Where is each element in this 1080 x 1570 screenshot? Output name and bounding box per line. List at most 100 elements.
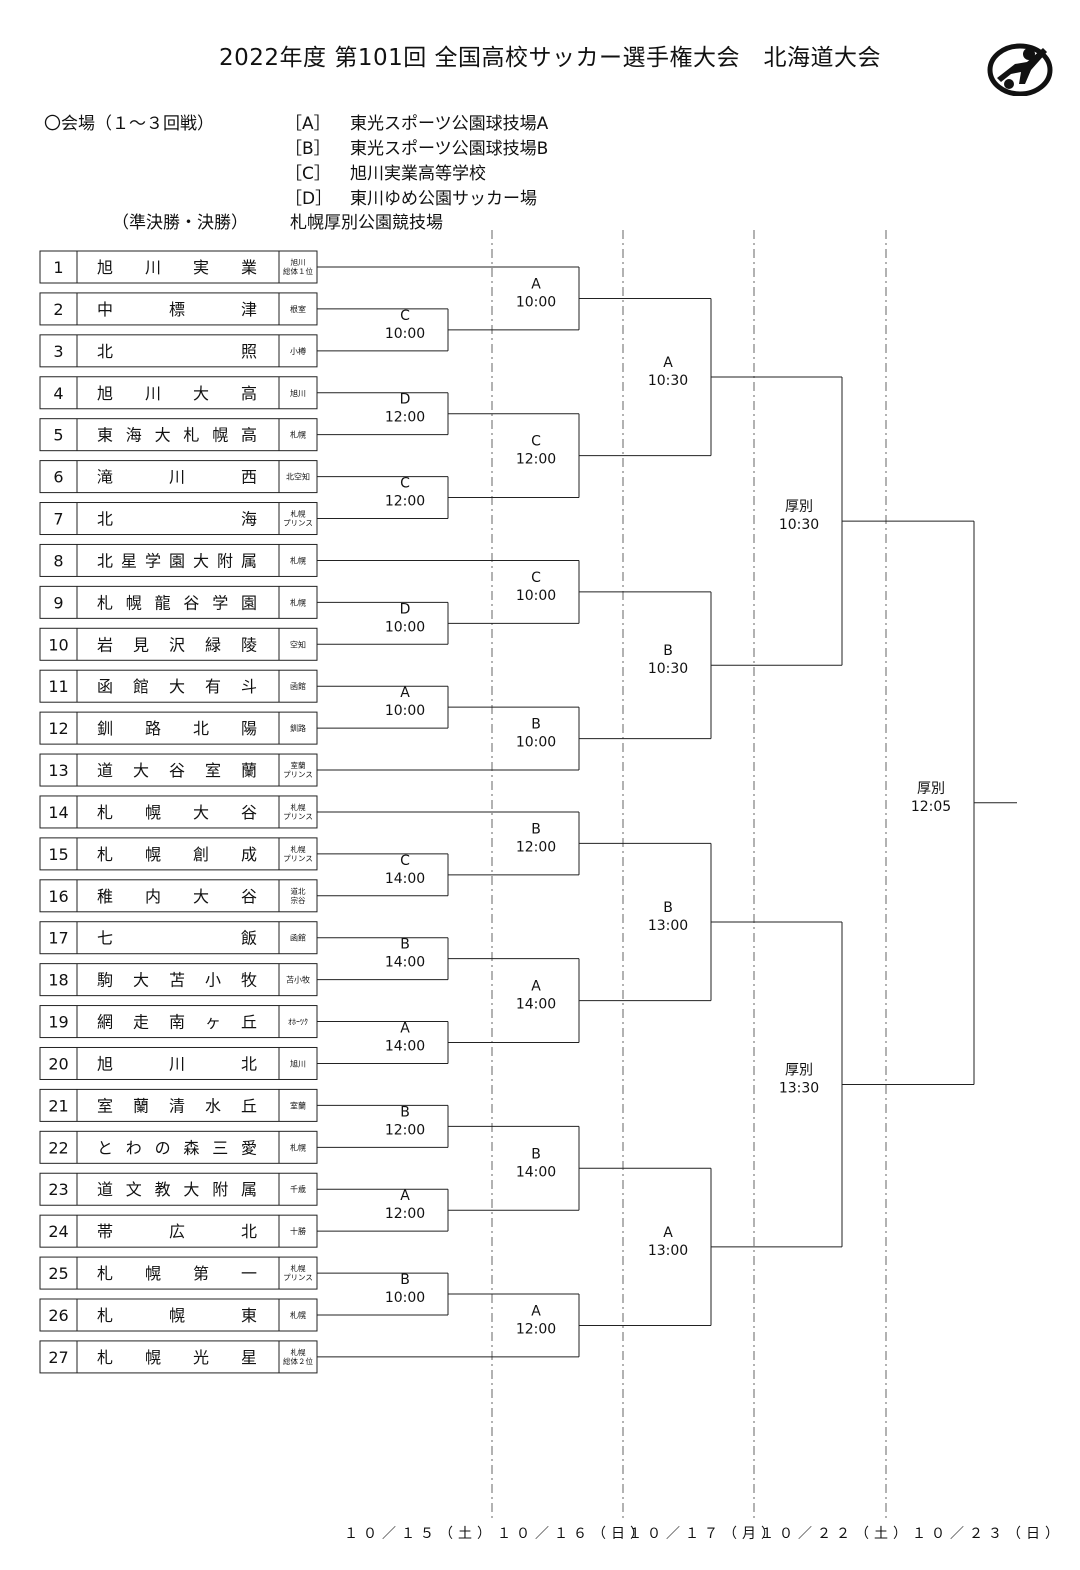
- soccer-player-logo-icon: [987, 43, 1053, 96]
- team-name-char: 龍: [155, 593, 171, 612]
- team-name-char: 牧: [241, 971, 257, 990]
- team-row-box: [39, 879, 318, 913]
- team-name-char: わ: [126, 1138, 142, 1157]
- team-name-char: 学: [212, 593, 228, 612]
- team-name-char: 津: [241, 300, 257, 319]
- team-region-label: 札幌: [291, 844, 306, 854]
- match-venue-label: B: [663, 900, 673, 916]
- team-name-char: 谷: [169, 761, 185, 780]
- team-name-char: 大: [155, 426, 171, 445]
- team-name-char: 実: [193, 258, 209, 277]
- team-name-char: 苫: [169, 971, 185, 990]
- team-row-box: [39, 1256, 318, 1290]
- match-venue-label: A: [663, 355, 673, 371]
- team-number: 6: [53, 468, 63, 487]
- match-venue-label: C: [531, 434, 541, 450]
- team-name-char: 斗: [241, 677, 257, 696]
- team-number: 2: [53, 300, 63, 319]
- team-name-char: 業: [241, 258, 257, 277]
- match-venue-label: A: [531, 1303, 541, 1319]
- team-name-char: 属: [241, 1180, 257, 1199]
- team-row-box: [39, 1172, 318, 1206]
- venue-name-b: 東光スポーツ公園球技場B: [350, 139, 549, 159]
- team-name-char: 北: [241, 1222, 257, 1241]
- team-number: 10: [48, 635, 68, 654]
- team-name-char: 幌: [126, 593, 142, 612]
- team-region-label: 十勝: [290, 1226, 306, 1236]
- team-number: 13: [48, 761, 68, 780]
- match-time-label: 12:00: [385, 410, 425, 426]
- venue-final-label: （準決勝・決勝）: [112, 213, 248, 233]
- team-name-char: 旭: [97, 1054, 113, 1073]
- team-name-char: 谷: [241, 803, 257, 822]
- page-title: 2022年度 第101回 全国高校サッカー選手権大会 北海道大会: [218, 45, 882, 71]
- team-name-char: 札: [97, 1264, 113, 1283]
- team-row-box: [39, 502, 318, 536]
- team-name-char: 高: [241, 384, 257, 403]
- team-name-char: と: [97, 1138, 113, 1157]
- team-region-label: 小樽: [290, 346, 306, 356]
- team-region-label: 函館: [290, 933, 306, 943]
- venue-final-name: 札幌厚別公園競技場: [290, 213, 443, 233]
- team-name-char: 中: [97, 300, 113, 319]
- match-time-label: 14:00: [385, 1039, 425, 1055]
- match-time-label: 10:30: [648, 661, 688, 677]
- team-number: 17: [48, 929, 68, 948]
- team-number: 12: [48, 719, 68, 738]
- team-region-label: 空知: [290, 639, 306, 649]
- match-venue-label: C: [531, 570, 541, 586]
- match-time-label: 10:30: [648, 373, 688, 389]
- team-name-char: 川: [145, 384, 161, 403]
- team-number: 1: [53, 258, 63, 277]
- team-region-label: 総体２位: [283, 1356, 313, 1366]
- team-region-label: プリンス: [283, 770, 313, 779]
- match-time-label: 14:00: [516, 997, 556, 1013]
- team-region-label: 旭川: [291, 257, 306, 267]
- team-name-char: 飯: [241, 929, 257, 948]
- team-name-char: 函: [97, 677, 113, 696]
- team-name-char: 丘: [241, 1096, 257, 1115]
- match-venue-label: A: [531, 276, 541, 292]
- team-name-char: 北: [193, 719, 209, 738]
- team-name-char: 幌: [145, 1348, 161, 1367]
- team-name-char: 大: [193, 803, 209, 822]
- match-venue-label: B: [531, 1146, 541, 1162]
- team-row-box: [39, 837, 318, 871]
- match-venue-label: A: [400, 685, 410, 701]
- team-name-char: 幌: [169, 1306, 185, 1325]
- team-name-char: 教: [155, 1180, 171, 1199]
- team-name-char: 大: [133, 761, 149, 780]
- team-row-box: [39, 334, 318, 368]
- match-venue-label: B: [400, 1272, 410, 1288]
- team-name-char: 岩: [97, 635, 113, 654]
- team-number: 11: [48, 677, 68, 696]
- match-venue-label: 厚別: [785, 1062, 813, 1078]
- team-number: 21: [48, 1096, 68, 1115]
- team-name-char: 大: [193, 887, 209, 906]
- team-region-label: 札幌: [291, 1263, 306, 1273]
- team-name-char: 大: [183, 1180, 199, 1199]
- team-name-char: 星: [121, 551, 137, 570]
- team-row-box: [39, 1130, 318, 1164]
- team-row-box: [39, 795, 318, 829]
- team-row-box: [39, 1340, 318, 1374]
- team-name-char: 北: [97, 510, 113, 529]
- team-row-box: [39, 921, 318, 955]
- team-name-char: 札: [183, 426, 199, 445]
- team-name-char: 滝: [97, 468, 113, 487]
- team-name-char: 附: [212, 1180, 228, 1199]
- team-region-label: 千歳: [290, 1184, 306, 1194]
- match-time-label: 12:00: [385, 1122, 425, 1138]
- team-name-char: 幌: [212, 426, 228, 445]
- venue-name-d: 東川ゆめ公園サッカー場: [350, 189, 537, 209]
- team-name-char: 水: [205, 1096, 221, 1115]
- team-name-char: 一: [241, 1264, 257, 1283]
- team-region-label: 札幌: [290, 430, 306, 440]
- team-name-char: 蘭: [133, 1096, 149, 1115]
- team-name-char: 標: [169, 300, 185, 319]
- team-name-char: 旭: [97, 384, 113, 403]
- team-number: 14: [48, 803, 68, 822]
- team-name-char: 蘭: [241, 761, 257, 780]
- team-name-char: 北: [97, 551, 113, 570]
- match-time-label: 10:00: [385, 1290, 425, 1306]
